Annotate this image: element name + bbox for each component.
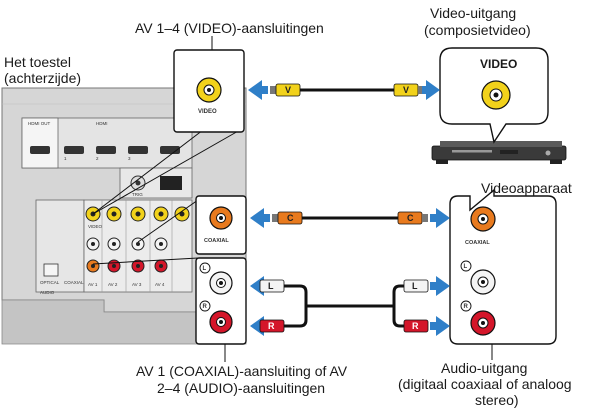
video-plug-label-right: V xyxy=(403,85,409,95)
coaxial-plug-label-left: C xyxy=(287,213,294,223)
audio-right-plug-label-right: R xyxy=(412,321,419,331)
video-output-jack-label: VIDEO xyxy=(480,57,517,71)
audio-input-title: AV 1 (COAXIAL)-aansluiting of AV xyxy=(136,363,348,379)
video-output-subtitle: (composietvideo) xyxy=(424,22,531,38)
callout-audio-output: COAXIAL L R xyxy=(449,188,557,345)
receiver-rear-panel: HDMI OUT HDMI 1 2 3 TRIG OPTICAL xyxy=(1,87,247,345)
optical-port xyxy=(43,263,59,277)
right-marker: R xyxy=(203,304,208,310)
audio-left-plug-label-left: L xyxy=(268,281,274,291)
av-audio-jacks xyxy=(86,237,168,273)
svg-text:1: 1 xyxy=(64,156,67,161)
video-plug-label-left: V xyxy=(285,85,291,95)
coaxial-output-jack-label: COAXIAL xyxy=(465,240,490,246)
audio-input-subtitle: 2–4 (AUDIO)-aansluitingen xyxy=(157,380,325,396)
av2-label: AV 2 xyxy=(108,282,118,287)
left-marker-output: L xyxy=(464,264,468,270)
hdmi-in-port xyxy=(64,146,84,154)
right-marker-output: R xyxy=(464,304,469,310)
left-marker: L xyxy=(203,266,207,272)
av-video-jacks xyxy=(85,206,190,222)
hdmi-out-label: HDMI OUT xyxy=(28,121,50,126)
callout-audio-input: COAXIAL L R xyxy=(92,195,247,345)
unit-subtitle: (achterzijde) xyxy=(4,70,81,86)
audio-right-plug-label-left: R xyxy=(268,321,275,331)
callout-video-output: VIDEO xyxy=(439,47,549,144)
audio-output-title: Audio-uitgang xyxy=(441,360,527,376)
av4-label: AV 4 xyxy=(155,282,165,287)
video-row-label: VIDEO xyxy=(88,224,103,229)
svg-text:3: 3 xyxy=(128,156,131,161)
coaxial-cable: C C xyxy=(250,208,450,228)
audio-output-subtitle: (digitaal coaxiaal of analoog xyxy=(398,376,572,392)
hdmi-in-port xyxy=(128,146,148,154)
hdmi-out-port xyxy=(30,146,50,154)
optical-label: OPTICAL xyxy=(40,280,60,285)
av-video-title: AV 1–4 (VIDEO)-aansluitingen xyxy=(135,20,324,36)
av3-label: AV 3 xyxy=(132,282,142,287)
unit-title: Het toestel xyxy=(4,54,71,70)
video-output-title: Video-uitgang xyxy=(430,5,516,21)
video-device xyxy=(431,141,567,164)
trigger-label: TRIG xyxy=(132,192,143,197)
hdmi-in-label: HDMI xyxy=(96,121,108,126)
stereo-audio-cable: L R L R xyxy=(250,276,450,336)
svg-text:2: 2 xyxy=(96,156,99,161)
speaker-terminal xyxy=(160,176,182,190)
audio-left-plug-label-right: L xyxy=(412,281,418,291)
coaxial-input-jack-label: COAXIAL xyxy=(204,238,229,244)
callout-video-input: VIDEO xyxy=(92,49,245,215)
video-cable: V V xyxy=(248,80,440,100)
video-device-title: Videoapparaat xyxy=(481,180,572,196)
video-input-jack-label: VIDEO xyxy=(198,109,217,115)
coaxial-panel-label: COAXIAL xyxy=(64,280,84,285)
audio-output-subtitle-2: stereo) xyxy=(475,392,519,408)
av1-label: AV 1 xyxy=(88,282,98,287)
coaxial-plug-label-right: C xyxy=(407,213,414,223)
audio-row-label: AUDIO xyxy=(40,290,55,295)
hdmi-in-port xyxy=(96,146,116,154)
